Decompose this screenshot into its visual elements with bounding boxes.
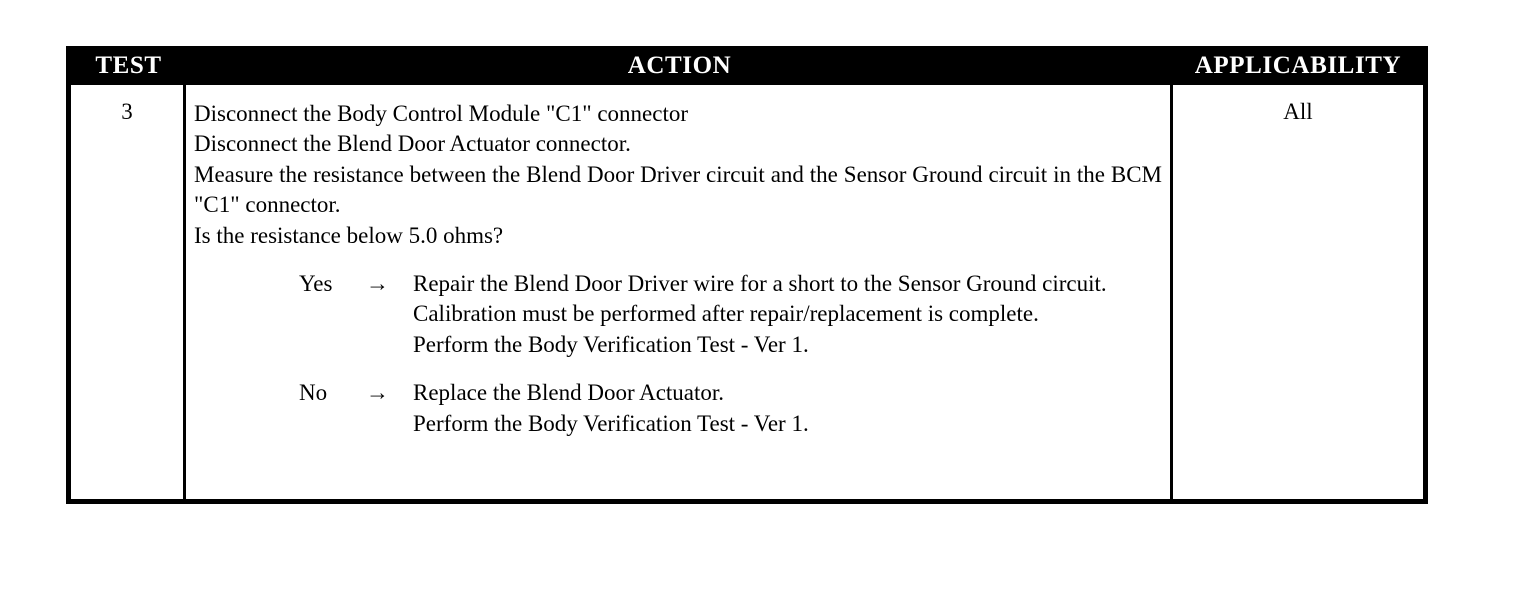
cell-test-number: 3: [71, 85, 186, 499]
cell-applicability: All: [1173, 85, 1423, 499]
cell-action: Disconnect the Body Control Module "C1" …: [186, 85, 1173, 499]
arrow-right-icon: →: [366, 380, 389, 406]
branch-body: Repair the Blend Door Driver wire for a …: [413, 269, 1162, 360]
column-header-test: TEST: [95, 52, 162, 79]
branch-line: Perform the Body Verification Test - Ver…: [413, 410, 809, 436]
column-header-applicability: APPLICABILITY: [1194, 52, 1402, 79]
action-statement: Disconnect the Body Control Module "C1" …: [194, 101, 689, 126]
branch-no: No → Replace the Blend Door Actuator. Pe…: [194, 378, 1162, 439]
action-statement: Disconnect the Blend Door Actuator conne…: [194, 131, 631, 157]
action-question: Is the resistance below 5.0 ohms?: [194, 222, 504, 248]
table-header-row: TEST ACTION APPLICABILITY: [71, 46, 1423, 85]
branch-yes: Yes → Repair the Blend Door Driver wire …: [194, 269, 1162, 360]
branch-label: Yes: [299, 271, 333, 297]
table-row: 3 Disconnect the Body Control Module "C1…: [71, 85, 1423, 499]
branch-line: Perform the Body Verification Test - Ver…: [413, 331, 809, 357]
action-statement: Measure the resistance between the Blend…: [194, 161, 1162, 218]
branch-line: Calibration must be performed after repa…: [413, 301, 1039, 327]
column-header-action: ACTION: [627, 52, 732, 79]
diagnostic-test-table: TEST ACTION APPLICABILITY 3 Disconnect t…: [66, 46, 1428, 504]
branch-line: Replace the Blend Door Actuator.: [413, 380, 725, 406]
action-branches: Yes → Repair the Blend Door Driver wire …: [194, 269, 1162, 439]
branch-line: Repair the Blend Door Driver wire for a …: [413, 271, 1107, 297]
branch-label: No: [299, 380, 328, 406]
arrow-right-icon: →: [366, 271, 389, 297]
branch-body: Replace the Blend Door Actuator. Perform…: [413, 378, 1162, 439]
